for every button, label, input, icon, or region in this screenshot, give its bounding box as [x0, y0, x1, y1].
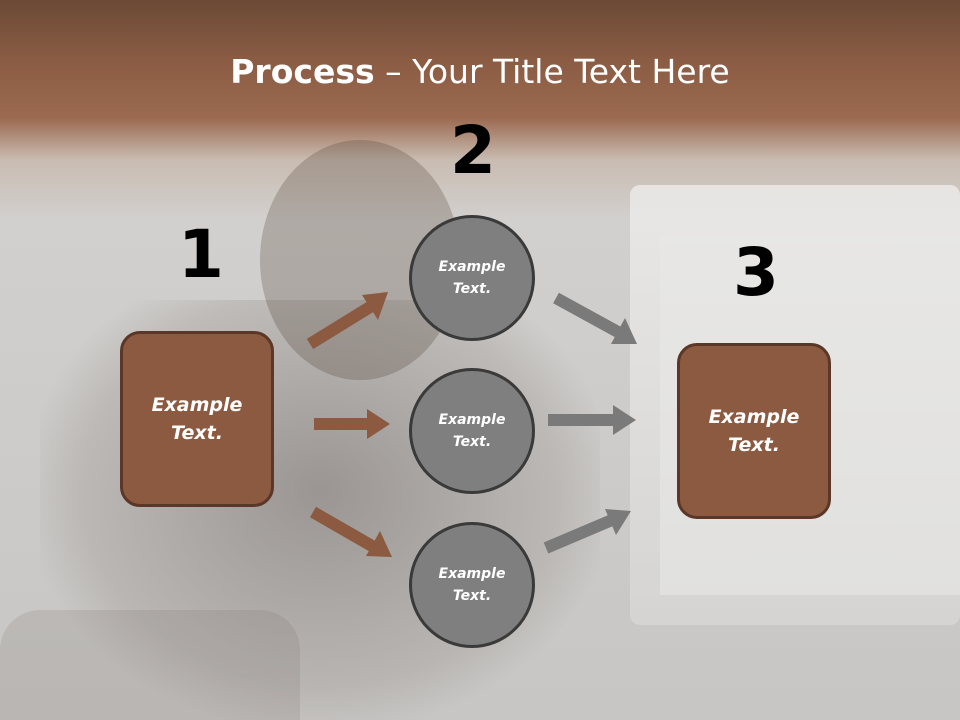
background-photo-couch [0, 610, 300, 720]
arrow-left-to-middle [314, 409, 390, 439]
title-rest: – Your Title Text Here [374, 52, 730, 91]
step-number-3: 3 [733, 234, 779, 311]
step-circle-bottom-text: Example Text. [438, 565, 506, 604]
step-circle-top[interactable]: Example Text. [409, 215, 535, 341]
step-circle-middle[interactable]: Example Text. [409, 368, 535, 494]
step-number-2: 2 [450, 112, 496, 189]
arrow-bottom-to-right [543, 509, 631, 554]
step-circle-bottom[interactable]: Example Text. [409, 522, 535, 648]
step-box-right[interactable]: Example Text. [677, 343, 831, 519]
step-circle-middle-text: Example Text. [438, 411, 506, 450]
step-box-left[interactable]: Example Text. [120, 331, 274, 507]
step-circle-top-text: Example Text. [438, 258, 506, 297]
slide-title: Process – Your Title Text Here [0, 52, 960, 91]
title-bold: Process [230, 52, 375, 91]
step-number-1: 1 [178, 216, 224, 293]
step-box-right-text: Example Text. [708, 405, 800, 457]
arrow-middle-to-right [548, 405, 636, 435]
arrow-top-to-right [553, 292, 637, 344]
arrow-left-to-bottom [310, 506, 392, 557]
step-box-left-text: Example Text. [151, 393, 243, 445]
arrow-left-to-top [306, 292, 388, 350]
